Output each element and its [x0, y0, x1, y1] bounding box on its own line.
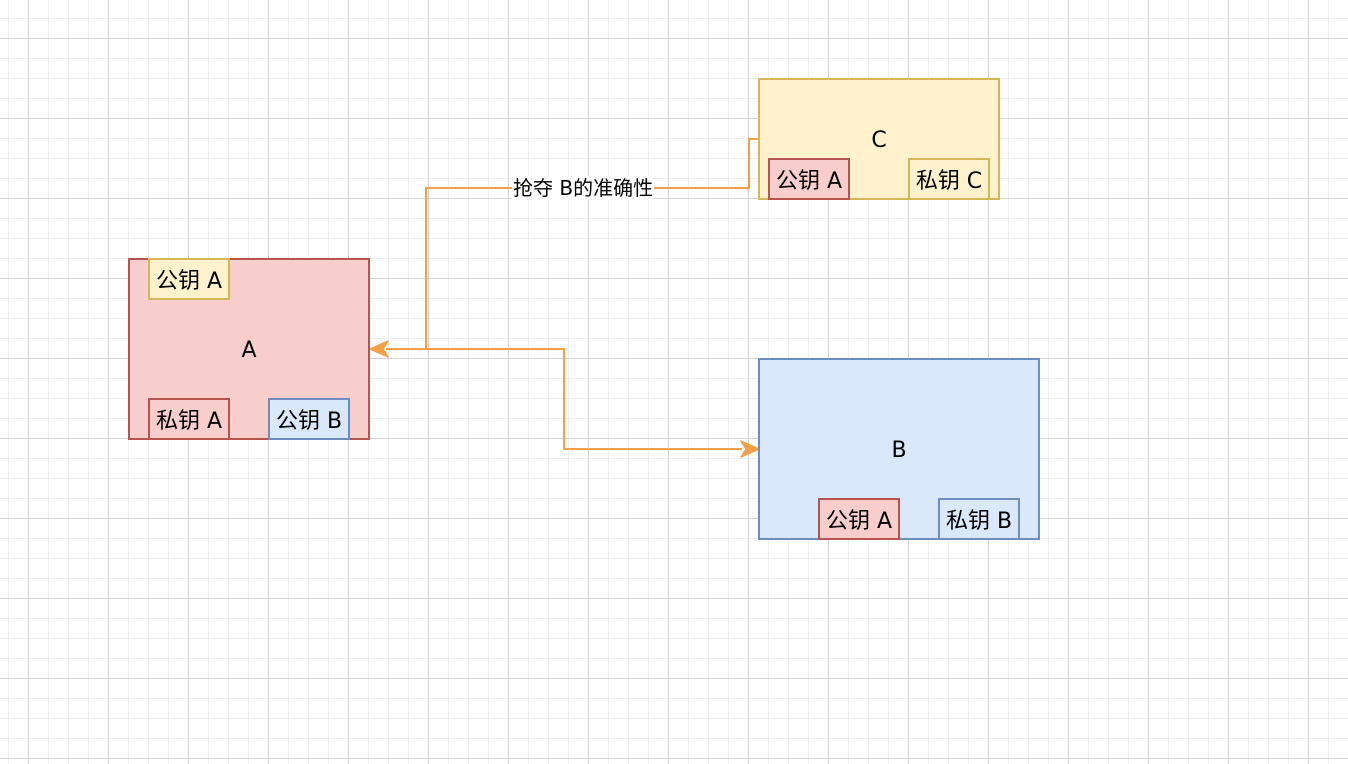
edge-c-to-a[interactable] — [386, 138, 760, 350]
node-a-public-key-b[interactable]: 公钥 B — [268, 398, 350, 440]
node-b-title: B — [891, 438, 907, 463]
node-a-title: A — [241, 338, 257, 363]
arrowhead-at-b — [740, 440, 760, 458]
node-b-public-key-a[interactable]: 公钥 A — [818, 498, 900, 540]
node-a-public-key-a[interactable]: 公钥 A — [148, 258, 230, 300]
node-c-public-key-a[interactable]: 公钥 A — [768, 158, 850, 200]
edge-label-c-to-a[interactable]: 抢夺 B的准确性 — [512, 176, 655, 200]
edge-a-to-b[interactable] — [386, 348, 742, 450]
arrowhead-at-a — [369, 340, 389, 358]
node-c-private-key-c[interactable]: 私钥 C — [908, 158, 990, 200]
node-a-private-key-a[interactable]: 私钥 A — [148, 398, 230, 440]
node-c-title: C — [871, 128, 887, 153]
node-b-private-key-b[interactable]: 私钥 B — [938, 498, 1020, 540]
